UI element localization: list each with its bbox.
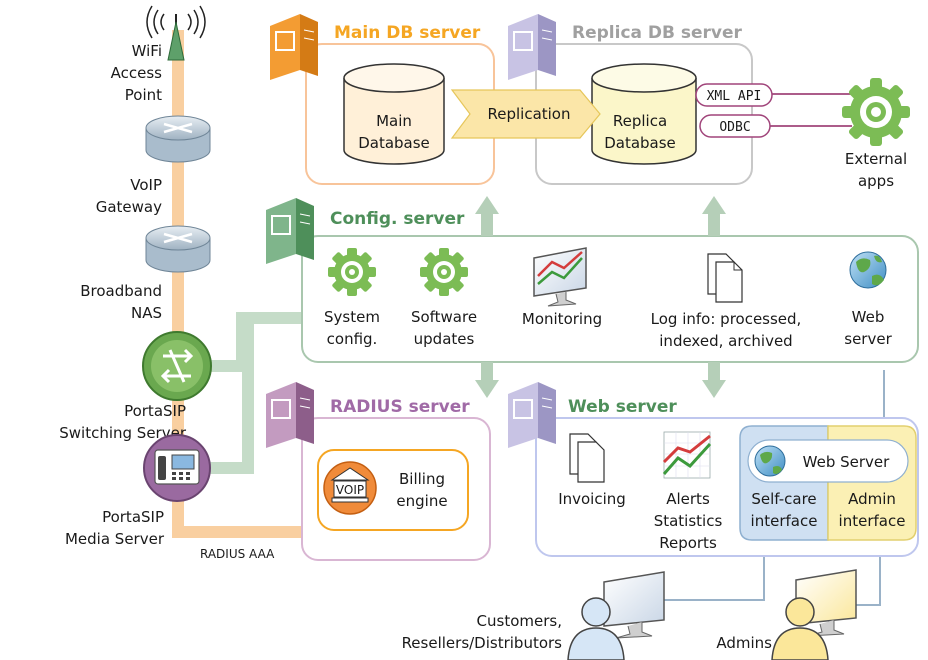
replica-db-server-title: Replica DB server [572, 23, 743, 43]
voip-gateway-router-icon [145, 115, 211, 163]
radius-aaa-label: RADIUS AAA [200, 547, 275, 561]
main-database-label-1: Main [376, 112, 412, 130]
replica-database-cylinder [591, 63, 697, 165]
switching-label-2: Switching Server [59, 424, 187, 442]
main-database-cylinder [343, 63, 445, 165]
radius-server-title: RADIUS server [330, 397, 470, 417]
billing-label-2: engine [396, 492, 447, 510]
voip-badge-label: VOIP [336, 483, 364, 497]
voip-label-2: Gateway [96, 198, 162, 216]
alerts-label-1: Alerts [666, 490, 710, 508]
web-server-globe-icon [849, 251, 887, 289]
admins-user-icon [771, 569, 857, 660]
customers-label-1: Customers, [477, 612, 562, 630]
alerts-chart-icon [662, 431, 712, 479]
alerts-label-3: Reports [659, 534, 717, 552]
admins-label: Admins [716, 634, 772, 652]
voip-label-1: VoIP [130, 176, 162, 194]
monitoring-label: Monitoring [522, 310, 602, 328]
software-updates-gear-icon [420, 248, 468, 296]
log-info-label-2: indexed, archived [659, 332, 792, 350]
config-link-lines [210, 312, 302, 474]
customers-user-icon [567, 571, 665, 660]
replication-arrow [450, 89, 601, 139]
main-db-server-title: Main DB server [334, 23, 481, 43]
external-apps-label-1: External [845, 150, 907, 168]
wifi-antenna-icon [146, 5, 206, 61]
log-info-documents-icon [707, 253, 743, 303]
system-config-label-1: System [324, 308, 380, 326]
wifi-label-3: Point [125, 86, 162, 104]
config-server-icon [266, 198, 314, 264]
replica-database-label-2: Database [604, 134, 676, 152]
switching-label-1: PortaSIP [124, 402, 186, 420]
customers-label-2: Resellers/Distributors [402, 634, 563, 652]
switching-server-icon [142, 331, 212, 401]
software-updates-label-2: updates [414, 330, 475, 348]
odbc-pill[interactable] [699, 114, 771, 138]
monitoring-chart-icon [533, 247, 587, 307]
replication-label: Replication [487, 105, 570, 123]
replica-database-label-1: Replica [613, 112, 667, 130]
voip-bank-icon [323, 461, 377, 515]
web-server-icon [508, 382, 556, 448]
invoicing-label: Invoicing [558, 490, 626, 508]
config-server-title: Config. server [330, 209, 465, 229]
wifi-label-2: Access [111, 64, 163, 82]
software-updates-label-1: Software [411, 308, 477, 326]
alerts-label-2: Statistics [654, 512, 723, 530]
selfcare-label-1[interactable]: Self-care [751, 490, 816, 508]
selfcare-label-2[interactable]: interface [751, 512, 818, 530]
external-apps-gear-icon [842, 78, 910, 146]
web-server-pill-label: Web Server [803, 453, 890, 471]
broadband-nas-router-icon [145, 225, 211, 273]
system-config-gear-icon [328, 248, 376, 296]
log-info-label-1: Log info: processed, [651, 310, 802, 328]
nas-label-1: Broadband [80, 282, 162, 300]
media-label-2: Media Server [65, 530, 165, 548]
xml-api-label: XML API [707, 89, 762, 104]
invoicing-documents-icon [569, 433, 605, 483]
web-server-title: Web server [568, 397, 677, 417]
radius-server-icon [266, 382, 314, 448]
billing-label-1: Billing [399, 470, 445, 488]
system-config-label-2: config. [327, 330, 378, 348]
xml-api-pill[interactable] [695, 83, 773, 107]
wifi-label-1: WiFi [132, 42, 162, 60]
main-database-label-2: Database [358, 134, 430, 152]
main-db-server-icon [270, 14, 318, 80]
api-link-lines [770, 93, 852, 127]
flow-arrows [475, 196, 726, 398]
web-server-pill-globe-icon [754, 445, 786, 477]
media-server-icon [143, 434, 211, 502]
nas-label-2: NAS [131, 304, 162, 322]
external-apps-label-2: apps [858, 172, 894, 190]
admin-label-2[interactable]: interface [839, 512, 906, 530]
odbc-label: ODBC [719, 120, 750, 135]
replica-db-server-icon [508, 14, 556, 80]
config-server-box [301, 235, 919, 363]
admin-label-1[interactable]: Admin [848, 490, 896, 508]
web-server-config-label-1: Web [852, 308, 885, 326]
web-server-pill[interactable] [747, 439, 909, 483]
media-label-1: PortaSIP [102, 508, 164, 526]
web-server-config-label-2: server [844, 330, 892, 348]
